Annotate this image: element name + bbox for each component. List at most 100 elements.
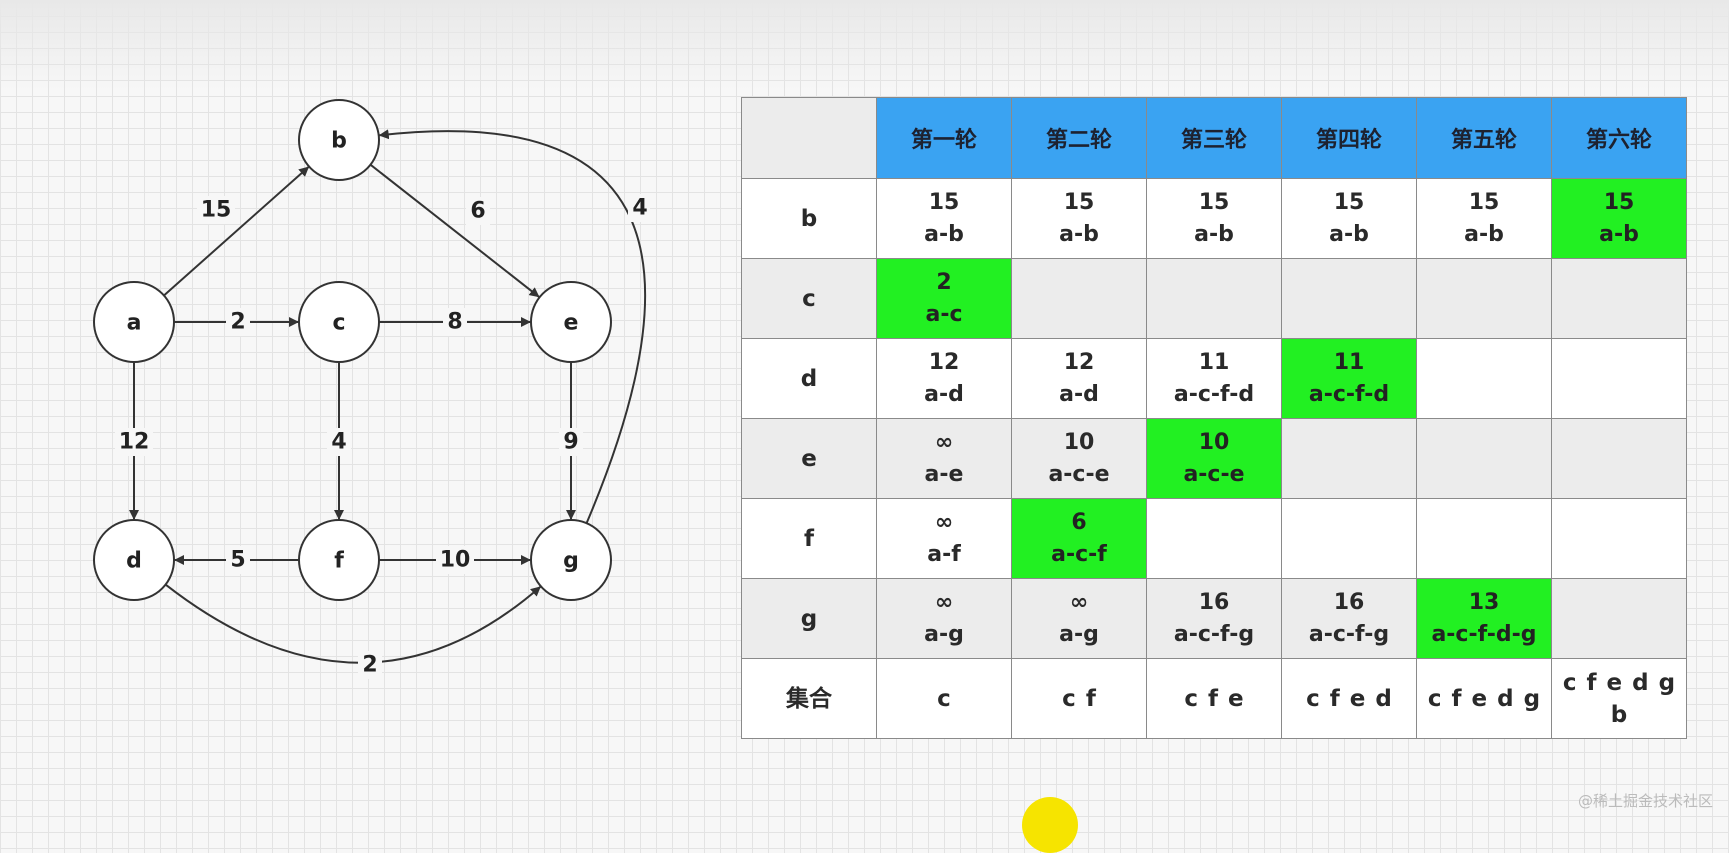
- node-label-d: d: [126, 549, 142, 574]
- cell-distance: 10: [1198, 429, 1230, 455]
- distance-cell-e-3: 10 a-c-e: [1146, 418, 1282, 499]
- distance-cell-f-4: [1281, 498, 1417, 579]
- corner-cell: [741, 97, 877, 179]
- cell-path: a-b: [924, 221, 964, 247]
- round-header-1: 第一轮: [876, 97, 1012, 179]
- edge-weight-e-g: 9: [563, 430, 578, 455]
- distance-cell-c-2: [1011, 258, 1147, 339]
- distance-cell-g-2: ∞ a-g: [1011, 578, 1147, 659]
- cell-distance: 2: [936, 269, 952, 295]
- edge-weight-c-e: 8: [447, 310, 462, 335]
- edge-b-e: [369, 163, 541, 299]
- cell-path: a-c-f-g: [1173, 621, 1255, 647]
- distance-cell-d-3: 11 a-c-f-d: [1146, 338, 1282, 419]
- cell-path: a-c-e: [1183, 461, 1245, 487]
- cell-path: a-b: [1464, 221, 1504, 247]
- distance-cell-g-5: 13 a-c-f-d-g: [1416, 578, 1552, 659]
- distance-cell-e-4: [1281, 418, 1417, 499]
- cell-path: a-b: [1329, 221, 1369, 247]
- edge-weight-g-b: 4: [632, 196, 647, 221]
- distance-cell-c-5: [1416, 258, 1552, 339]
- edge-weight-b-e: 6: [470, 199, 485, 224]
- cell-distance: ∞: [1069, 589, 1089, 615]
- cell-path: a-c-f-d: [1173, 381, 1255, 407]
- set-cell-3: c f e: [1146, 658, 1282, 739]
- cell-distance: ∞: [934, 589, 954, 615]
- edge-label-bg-g-b: [628, 194, 650, 222]
- node-label-c: c: [332, 311, 345, 336]
- cell-distance: 15: [928, 189, 960, 215]
- round-header-row: 第一轮第二轮第三轮第四轮第五轮第六轮: [741, 97, 1687, 179]
- distance-cell-c-4: [1281, 258, 1417, 339]
- set-cell-2: c f: [1011, 658, 1147, 739]
- cell-path: a-c: [925, 301, 963, 327]
- distance-cell-g-1: ∞ a-g: [876, 578, 1012, 659]
- edge-weight-f-d: 5: [230, 548, 245, 573]
- cell-path: a-g: [1059, 621, 1099, 647]
- cell-path: a-c-f-d-g: [1431, 621, 1537, 647]
- cell-distance: 15: [1603, 189, 1635, 215]
- edge-label-bg-f-d: [226, 546, 250, 574]
- edge-weight-a-b: 15: [201, 198, 232, 223]
- distance-cell-e-5: [1416, 418, 1552, 499]
- node-label-b: b: [331, 129, 347, 154]
- edge-weight-d-g: 2: [362, 653, 377, 678]
- edge-weight-c-f: 4: [331, 430, 346, 455]
- edge-label-bg-a-d: [115, 428, 153, 456]
- distance-cell-d-6: [1551, 338, 1687, 419]
- node-g: [530, 519, 612, 601]
- edge-label-bg-d-g: [358, 651, 382, 679]
- round-header-2: 第二轮: [1011, 97, 1147, 179]
- top-shadow: [0, 0, 1729, 90]
- cell-distance: 16: [1333, 589, 1365, 615]
- cell-distance: 11: [1198, 349, 1230, 375]
- cell-path: a-g: [924, 621, 964, 647]
- node-label-a: a: [127, 311, 142, 336]
- cell-distance: 10: [1063, 429, 1095, 455]
- row-label: c: [741, 258, 877, 339]
- row-label: d: [741, 338, 877, 419]
- distance-cell-f-1: ∞a-f: [876, 498, 1012, 579]
- distance-cell-e-1: ∞a-e: [876, 418, 1012, 499]
- row-label: b: [741, 178, 877, 259]
- cell-distance: 12: [1063, 349, 1095, 375]
- cell-distance: 15: [1468, 189, 1500, 215]
- edge-weight-a-c: 2: [230, 310, 245, 335]
- set-cell-4: c f e d: [1281, 658, 1417, 739]
- round-header-6: 第六轮: [1551, 97, 1687, 179]
- edge-label-bg-a-c: [226, 308, 250, 336]
- node-label-g: g: [563, 549, 579, 574]
- edge-g-b: [378, 129, 647, 524]
- node-b: [298, 99, 380, 181]
- cell-distance: 16: [1198, 589, 1230, 615]
- cell-distance: 15: [1198, 189, 1230, 215]
- distance-cell-f-3: [1146, 498, 1282, 579]
- cell-distance: ∞: [934, 509, 954, 535]
- node-d: [93, 519, 175, 601]
- cell-path: a-c-f: [1051, 541, 1107, 567]
- edge-label-bg-c-f: [327, 428, 351, 456]
- set-row-label: 集合: [741, 658, 877, 739]
- node-c: [298, 281, 380, 363]
- node-a: [93, 281, 175, 363]
- round-header-5: 第五轮: [1416, 97, 1552, 179]
- row-label: g: [741, 578, 877, 659]
- distance-cell-c-3: [1146, 258, 1282, 339]
- cell-distance: 13: [1468, 589, 1500, 615]
- distance-cell-d-5: [1416, 338, 1552, 419]
